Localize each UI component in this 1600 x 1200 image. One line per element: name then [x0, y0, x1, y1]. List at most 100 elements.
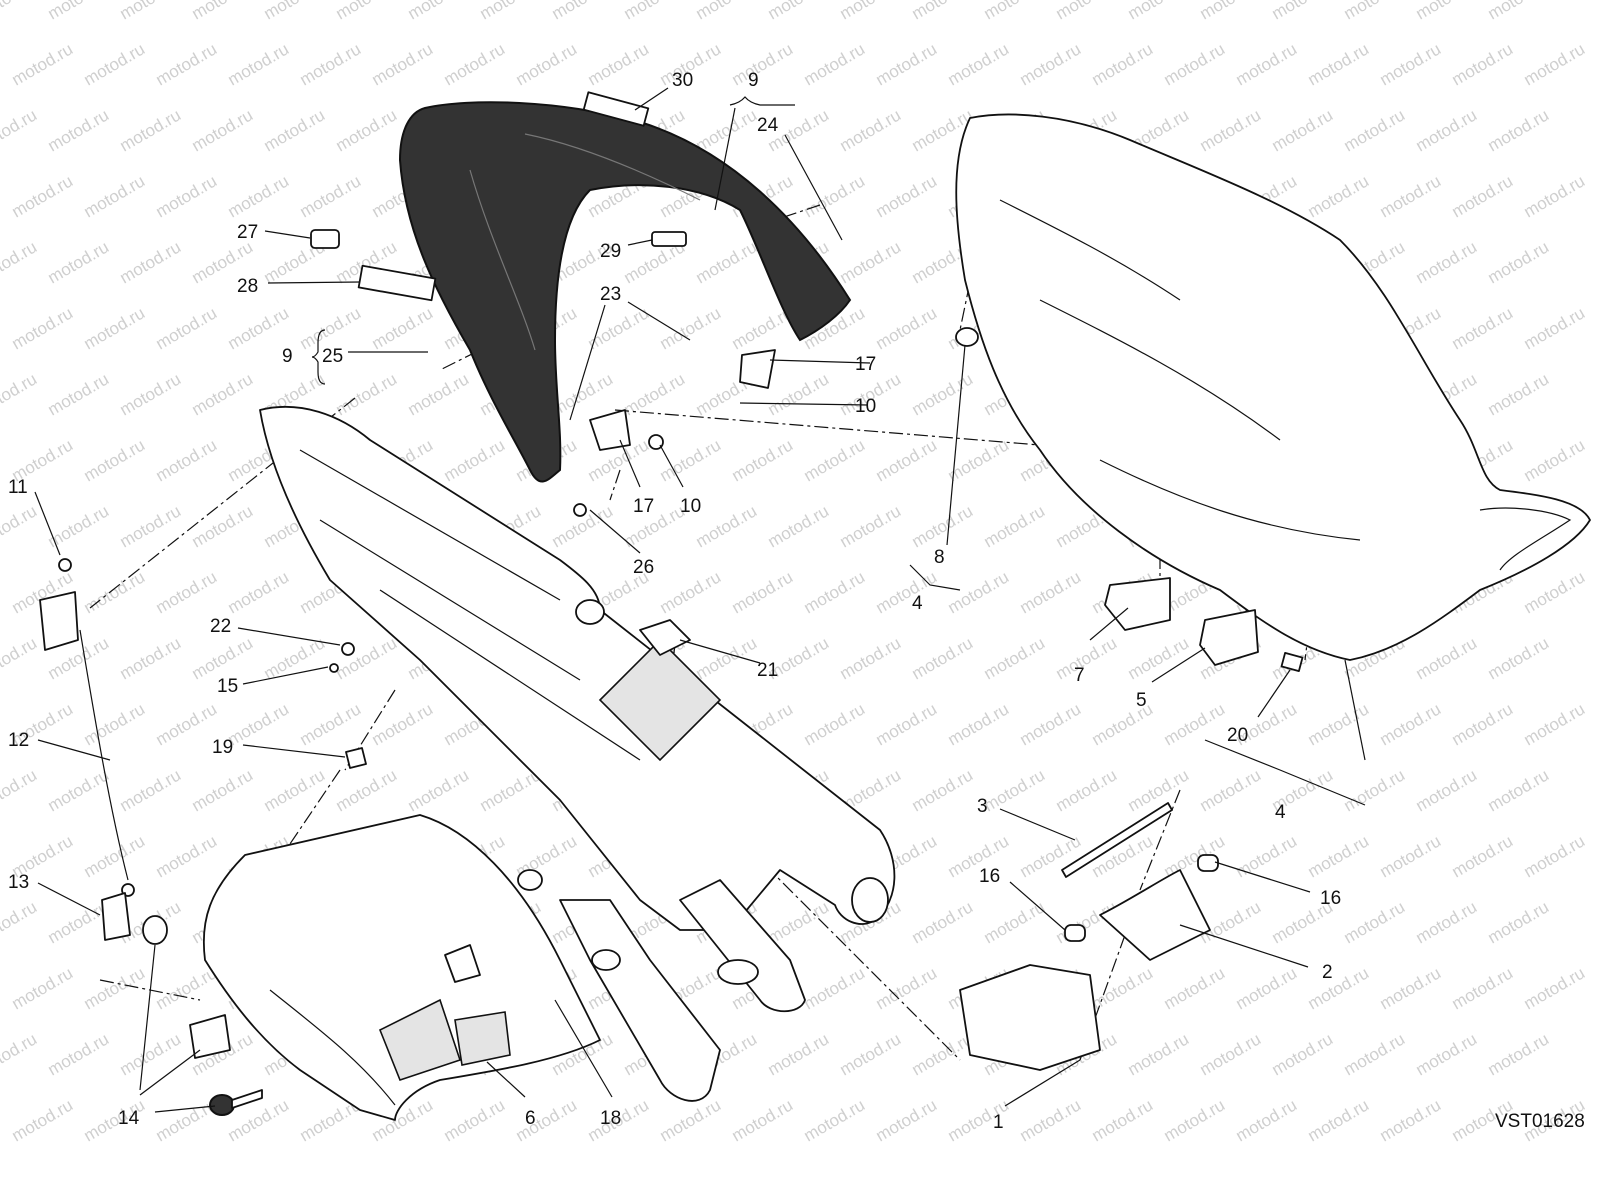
watermark-text: motod.ru [945, 567, 1013, 617]
watermark-text: motod.ru [1485, 765, 1553, 815]
watermark-text: motod.ru [0, 765, 40, 815]
watermark-text: motod.ru [765, 501, 833, 551]
watermark-text: motod.ru [837, 105, 905, 155]
callout-30: 30 [672, 70, 693, 91]
watermark-text: motod.ru [153, 567, 221, 617]
watermark-text: motod.ru [1413, 897, 1481, 947]
watermark-text: motod.ru [153, 39, 221, 89]
watermark-text: motod.ru [153, 831, 221, 881]
lock-14-icon [189, 1014, 231, 1059]
watermark-text: motod.ru [801, 1095, 869, 1145]
watermark-text: motod.ru [693, 237, 761, 287]
callout-1: 1 [993, 1112, 1004, 1133]
callout-22: 22 [210, 616, 231, 637]
watermark-text: motod.ru [873, 567, 941, 617]
callout-5: 5 [1136, 690, 1147, 711]
watermark-text: motod.ru [657, 567, 725, 617]
watermark-text: motod.ru [765, 1029, 833, 1079]
callout-4-right: 4 [1275, 802, 1286, 823]
watermark-text: motod.ru [1233, 831, 1301, 881]
watermark-text: motod.ru [1521, 963, 1589, 1013]
watermark-text: motod.ru [0, 1029, 40, 1079]
watermark-text: motod.ru [441, 435, 509, 485]
latch-1-icon [959, 964, 1101, 1071]
watermark-text: motod.ru [405, 765, 473, 815]
watermark-text: motod.ru [1413, 105, 1481, 155]
callout-17-lower: 17 [633, 496, 654, 517]
callout-24: 24 [757, 115, 779, 136]
watermark-text: motod.ru [1521, 171, 1589, 221]
watermark-text: motod.ru [297, 39, 365, 89]
bush-16-icon [1064, 924, 1086, 942]
callout-6: 6 [525, 1108, 536, 1129]
watermark-text: motod.ru [981, 765, 1049, 815]
watermark-text: motod.ru [981, 897, 1049, 947]
watermark-text: motod.ru [45, 765, 113, 815]
watermark-text: motod.ru [333, 633, 401, 683]
watermark-text: motod.ru [189, 105, 257, 155]
watermark-text: motod.ru [189, 765, 257, 815]
watermark-text: motod.ru [1233, 1095, 1301, 1145]
watermark-text: motod.ru [909, 1029, 977, 1079]
watermark-text: motod.ru [837, 0, 905, 23]
watermark-text: motod.ru [189, 0, 257, 23]
watermark-text: motod.ru [1125, 633, 1193, 683]
callout-10-lower: 10 [680, 496, 701, 517]
watermark-text: motod.ru [297, 699, 365, 749]
watermark-text: motod.ru [765, 0, 833, 23]
watermark-text: motod.ru [1485, 633, 1553, 683]
watermark-text: motod.ru [981, 0, 1049, 23]
watermark-text: motod.ru [1449, 831, 1517, 881]
cable-12-icon [79, 629, 129, 881]
watermark-text: motod.ru [369, 39, 437, 89]
watermark-text: motod.ru [1017, 1095, 1085, 1145]
watermark-text: motod.ru [801, 963, 869, 1013]
watermark-text: motod.ru [153, 699, 221, 749]
watermark-text: motod.ru [1197, 765, 1265, 815]
watermark-text: motod.ru [1449, 699, 1517, 749]
watermark-text: motod.ru [1485, 237, 1553, 287]
watermark-text: motod.ru [945, 699, 1013, 749]
watermark-text: motod.ru [1449, 171, 1517, 221]
watermark-text: motod.ru [45, 1029, 113, 1079]
watermark-text: motod.ru [729, 1095, 797, 1145]
watermark-text: motod.ru [333, 105, 401, 155]
watermark-text: motod.ru [1341, 765, 1409, 815]
watermark-text: motod.ru [45, 501, 113, 551]
watermark-text: motod.ru [1017, 567, 1085, 617]
pad-29-icon [651, 231, 687, 247]
callout-13: 13 [8, 872, 29, 893]
rear-subframe-icon [259, 406, 896, 1102]
watermark-text: motod.ru [1485, 369, 1553, 419]
watermark-text: motod.ru [693, 105, 761, 155]
callout-7: 7 [1074, 665, 1085, 686]
watermark-text: motod.ru [1377, 831, 1445, 881]
watermark-text: motod.ru [909, 0, 977, 23]
clip-19-icon [345, 747, 367, 769]
watermark-text: motod.ru [1161, 1095, 1229, 1145]
watermark-text: motod.ru [1521, 699, 1589, 749]
watermark-text: motod.ru [873, 435, 941, 485]
watermark-text: motod.ru [297, 171, 365, 221]
watermark-text: motod.ru [9, 1095, 77, 1145]
watermark-text: motod.ru [729, 567, 797, 617]
callout-12: 12 [8, 730, 29, 751]
callout-9-left: 9 [282, 346, 293, 367]
watermark-text: motod.ru [1413, 633, 1481, 683]
watermark-text: motod.ru [657, 435, 725, 485]
watermark-text: motod.ru [1521, 303, 1589, 353]
watermark-text: motod.ru [333, 765, 401, 815]
watermark-text: motod.ru [261, 0, 329, 23]
watermark-text: motod.ru [873, 171, 941, 221]
pad-28-icon [357, 264, 437, 302]
watermark-text: motod.ru [1377, 1095, 1445, 1145]
watermark-text: motod.ru [81, 303, 149, 353]
callout-10-right: 10 [855, 396, 876, 417]
callout-4-left: 4 [912, 593, 923, 614]
watermark-text: motod.ru [1485, 897, 1553, 947]
rider-seat-icon [955, 113, 1591, 661]
callout-15: 15 [217, 676, 238, 697]
watermark-text: motod.ru [81, 39, 149, 89]
grommet-8-icon [955, 327, 979, 347]
callout-8: 8 [934, 547, 945, 568]
